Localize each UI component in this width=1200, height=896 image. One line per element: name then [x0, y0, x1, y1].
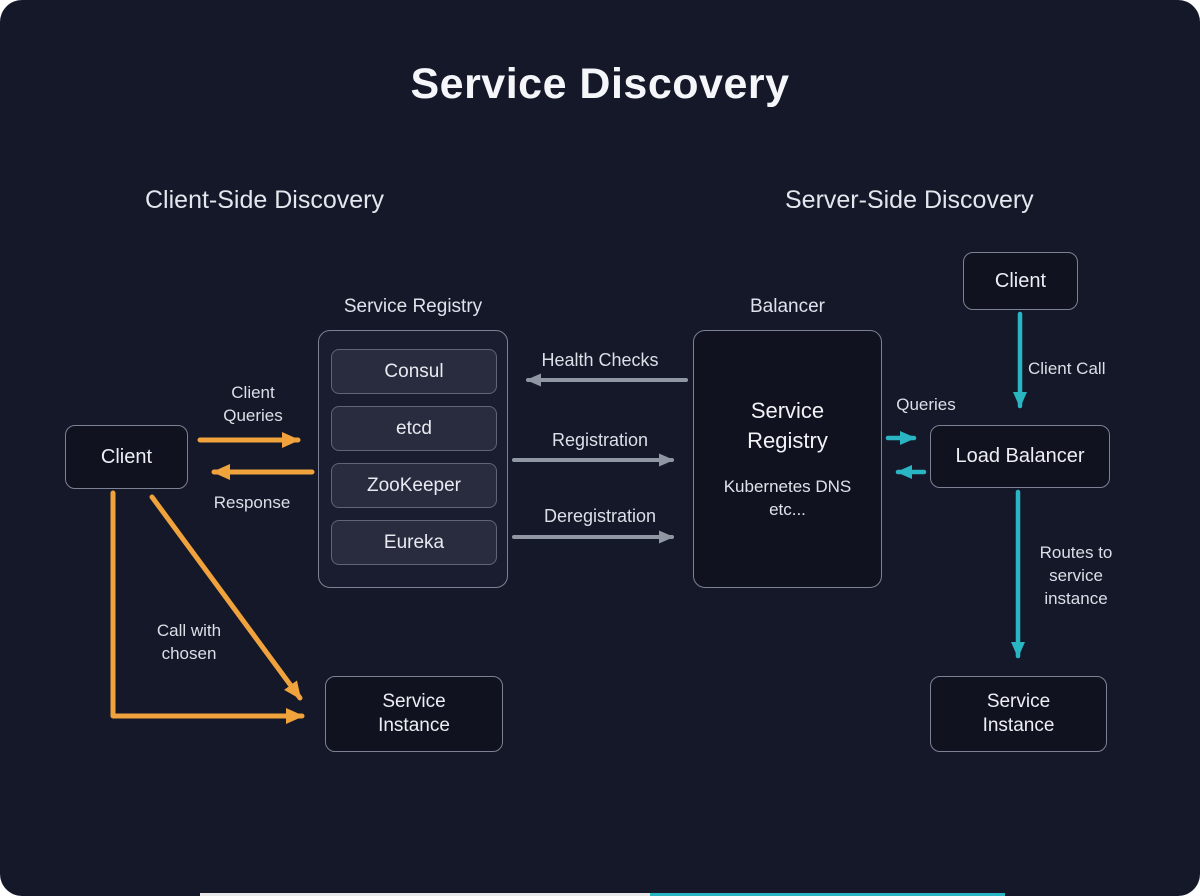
queries-label: Queries: [896, 395, 956, 414]
service-instance-left-label: Service Instance: [378, 691, 450, 736]
bottom-edge-artifact-light: [200, 893, 650, 896]
bottom-edge-artifact-teal: [650, 893, 1005, 896]
registry-item-etcd: etcd: [331, 406, 497, 451]
routes-label: Routes to service instance: [1039, 543, 1113, 608]
balancer-title: Balancer: [750, 296, 825, 317]
call-with-chosen-label: Call with chosen: [156, 621, 222, 663]
server-side-heading: Server-Side Discovery: [785, 186, 1034, 214]
balancer-registry-title: Service Registry: [747, 398, 828, 454]
service-instance-right-label: Service Instance: [982, 691, 1055, 736]
registry-item-zookeeper-label: ZooKeeper: [366, 474, 461, 496]
client-box-right: Client: [963, 252, 1078, 310]
registry-item-zookeeper: ZooKeeper: [331, 463, 497, 508]
load-balancer-label: Load Balancer: [955, 445, 1085, 467]
health-checks-label: Health Checks: [541, 350, 659, 370]
client-side-heading: Client-Side Discovery: [145, 186, 384, 214]
client-box-left: Client: [65, 425, 188, 489]
client-box-right-label: Client: [994, 269, 1047, 292]
page-title: Service Discovery: [410, 60, 790, 108]
registry-item-consul: Consul: [331, 349, 497, 394]
registry-item-etcd-label: etcd: [396, 417, 432, 439]
balancer-registry-box: Service Registry Kubernetes DNS etc...: [693, 330, 882, 588]
service-instance-box-left: Service Instance: [325, 676, 503, 752]
registry-item-consul-label: Consul: [384, 360, 444, 382]
client-queries-label: Client Queries: [223, 383, 283, 425]
registration-label: Registration: [551, 430, 649, 450]
call-arrow-diagonal: [149, 494, 303, 701]
client-box-left-label: Client: [100, 445, 153, 468]
service-instance-box-right: Service Instance: [930, 676, 1107, 752]
call-arrow-elbow: [110, 490, 305, 724]
registry-item-eureka: Eureka: [331, 520, 497, 565]
service-registry-box: Consul etcd ZooKeeper Eureka: [318, 330, 508, 588]
client-call-label: Client Call: [1028, 359, 1106, 378]
deregistration-label: Deregistration: [543, 506, 657, 526]
service-registry-title: Service Registry: [343, 296, 483, 317]
registry-item-eureka-label: Eureka: [383, 531, 445, 553]
response-label: Response: [213, 493, 291, 512]
balancer-registry-subtitle: Kubernetes DNS etc...: [723, 476, 852, 519]
load-balancer-box: Load Balancer: [930, 425, 1110, 488]
